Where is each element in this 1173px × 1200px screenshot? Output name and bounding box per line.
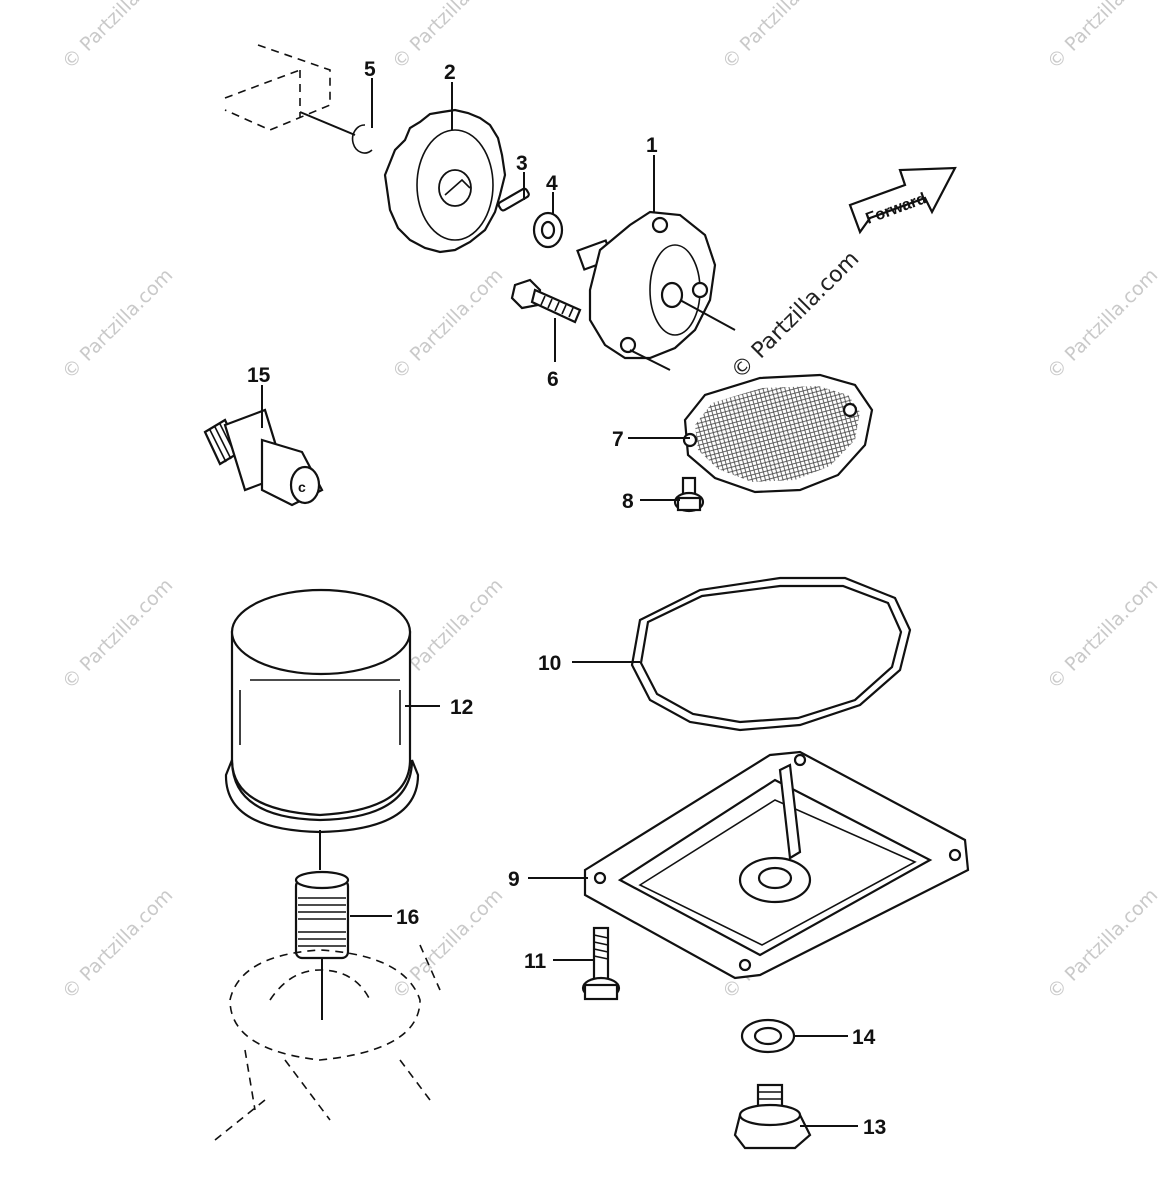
watermark-layer: © Partzilla.com © Partzilla.com © Partzi… bbox=[58, 0, 1162, 1004]
part-3-pin[interactable] bbox=[497, 187, 530, 212]
watermark-center: © Partzilla.com bbox=[727, 247, 865, 385]
watermark: © Partzilla.com bbox=[1043, 884, 1162, 1003]
callout-9: 9 bbox=[508, 868, 520, 891]
callout-13: 13 bbox=[863, 1116, 886, 1139]
switch-mark: c bbox=[298, 479, 306, 495]
callout-10: 10 bbox=[538, 652, 561, 675]
watermark: © Partzilla.com bbox=[58, 884, 177, 1003]
part-6-bolt[interactable] bbox=[510, 278, 582, 324]
callout-7: 7 bbox=[612, 428, 624, 451]
part-2-oil-pump-gear[interactable] bbox=[383, 108, 507, 254]
watermark: © Partzilla.com bbox=[388, 884, 507, 1003]
part-13-drain-plug[interactable] bbox=[733, 1083, 812, 1150]
callout-15: 15 bbox=[247, 364, 271, 387]
part-16-filter-nipple[interactable] bbox=[214, 830, 441, 1141]
part-15-pressure-switch[interactable]: c bbox=[203, 408, 324, 507]
part-5-circlip[interactable] bbox=[224, 44, 373, 154]
part-12-oil-filter[interactable] bbox=[224, 588, 440, 834]
part-7-oil-strainer[interactable] bbox=[682, 373, 874, 494]
part-4-washer[interactable] bbox=[532, 211, 564, 249]
watermark: © Partzilla.com bbox=[1043, 264, 1162, 383]
part-1-oil-pump[interactable] bbox=[576, 210, 736, 371]
watermark: © Partzilla.com bbox=[58, 574, 177, 693]
watermark: © Partzilla.com bbox=[1043, 0, 1162, 74]
part-8-screw[interactable] bbox=[673, 476, 705, 513]
watermark: © Partzilla.com bbox=[1043, 574, 1162, 693]
callout-3: 3 bbox=[516, 152, 528, 175]
watermark: © Partzilla.com bbox=[58, 264, 177, 383]
callout-12: 12 bbox=[450, 696, 473, 719]
callout-14: 14 bbox=[852, 1026, 876, 1049]
callout-6: 6 bbox=[547, 368, 559, 391]
callout-labels: 5 2 3 4 1 6 7 8 15 10 12 9 16 11 14 13 bbox=[247, 58, 886, 1139]
part-10-gasket[interactable] bbox=[630, 576, 912, 732]
callout-4: 4 bbox=[546, 172, 558, 195]
callout-8: 8 bbox=[622, 490, 634, 513]
part-14-washer[interactable] bbox=[740, 1018, 796, 1054]
callout-5: 5 bbox=[364, 58, 376, 81]
forward-arrow: Forward bbox=[848, 166, 957, 235]
callout-2: 2 bbox=[444, 61, 456, 84]
part-11-pan-bolt[interactable] bbox=[581, 926, 621, 1001]
part-9-oil-pan[interactable] bbox=[583, 750, 970, 980]
watermark: © Partzilla.com bbox=[58, 0, 177, 74]
leader-lines bbox=[261, 78, 858, 1127]
callout-11: 11 bbox=[524, 950, 547, 973]
callout-1: 1 bbox=[646, 134, 658, 157]
watermark: © Partzilla.com bbox=[718, 0, 837, 74]
watermark: © Partzilla.com bbox=[388, 264, 507, 383]
callout-16: 16 bbox=[396, 906, 419, 929]
